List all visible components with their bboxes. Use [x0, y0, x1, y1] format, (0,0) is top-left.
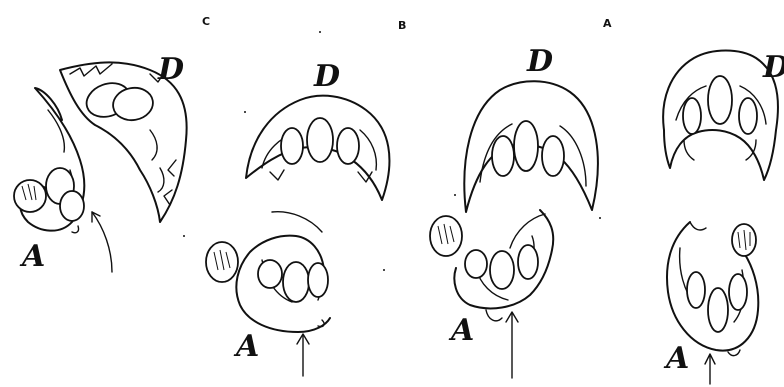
panel-c-label-d: D — [157, 52, 184, 87]
panel-b: B D A — [206, 19, 406, 376]
panel-d-arrow — [705, 354, 715, 384]
panel-a-label-a: A — [448, 313, 474, 348]
panel-b-letter: B — [398, 19, 406, 32]
panel-d-label-a: A — [663, 341, 689, 376]
panel-d-d-structure — [663, 51, 778, 181]
panel-c-arrow — [92, 212, 112, 272]
panel-a-letter: A — [603, 17, 612, 30]
panel-a-arrow — [506, 312, 518, 378]
panel-a-d-structure — [464, 81, 598, 212]
panel-b-label-d: D — [313, 59, 340, 94]
panel-d-label-d: D — [762, 50, 784, 85]
panel-c-a-structure — [14, 88, 84, 233]
panel-d-a-structure — [667, 222, 758, 356]
panel-a-a-structure — [430, 210, 553, 321]
panel-c-label-a: A — [19, 239, 45, 274]
panel-c: C D A — [14, 15, 210, 274]
panel-b-d-structure — [246, 96, 389, 200]
panel-a-label-d: D — [526, 44, 553, 79]
panel-b-a-structure — [206, 212, 330, 332]
panel-a: A D A — [430, 17, 612, 378]
panel-c-letter: C — [202, 15, 210, 28]
panel-d: D A — [663, 50, 784, 384]
panel-b-arrow — [297, 334, 309, 376]
panel-b-label-a: A — [233, 329, 259, 364]
